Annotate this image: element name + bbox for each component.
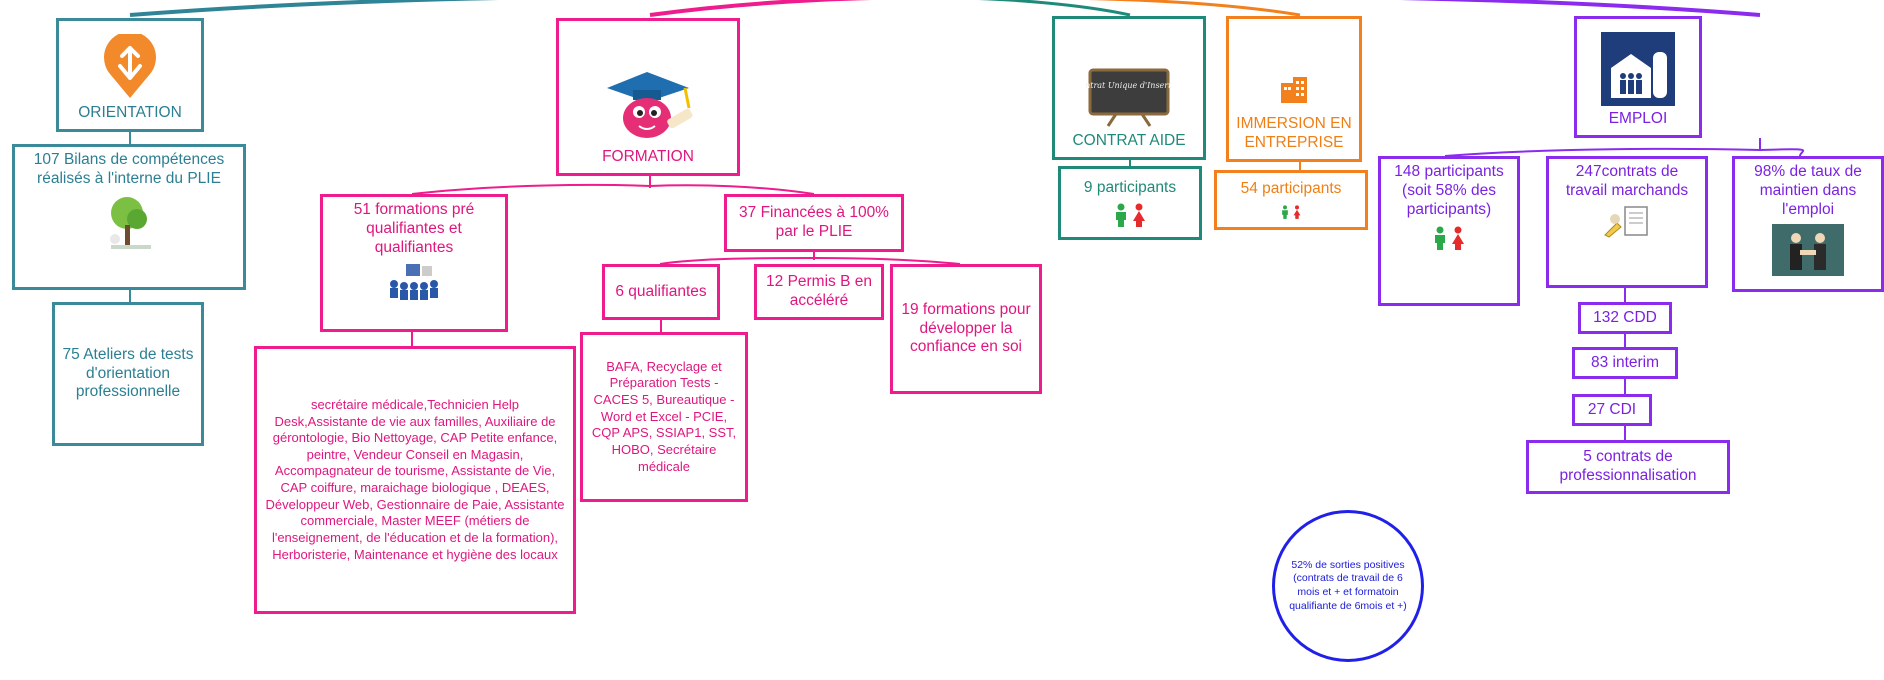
chalkboard-icon: Contrat Unique d'Insertion (1086, 68, 1172, 127)
bilans-node[interactable]: 107 Bilans de compétences réalisés à l'i… (12, 144, 246, 290)
pro-node[interactable]: 5 contrats de professionnalisation (1526, 440, 1730, 494)
contrat-aide-participants-node[interactable]: 9 participants (1058, 166, 1202, 240)
orientation-title: ORIENTATION (78, 104, 182, 122)
classroom-icon (390, 263, 438, 300)
chalkboard-text: Contrat Unique d'Insertion (1086, 81, 1172, 90)
liste-qualifiantes-text: BAFA, Recyclage et Préparation Tests - C… (591, 358, 737, 474)
emploi-node[interactable]: EMPLOI (1574, 16, 1702, 138)
people-icon (1281, 204, 1301, 220)
maintien-node[interactable]: 98% de taux de maintien dans l'emploi (1732, 156, 1884, 292)
cdd-node[interactable]: 132 CDD (1578, 302, 1672, 334)
sorties-text: 52% de sorties positives (contrats de tr… (1289, 558, 1407, 612)
contrats-node[interactable]: 247contrats de travail marchands (1546, 156, 1708, 288)
permis-text: 12 Permis B en accéléré (766, 273, 872, 309)
liste-qualifiantes-node[interactable]: BAFA, Recyclage et Préparation Tests - C… (580, 332, 748, 502)
contrat-aide-node[interactable]: Contrat Unique d'Insertion CONTRAT AIDE (1052, 16, 1206, 160)
qualifiantes-node[interactable]: 6 qualifiantes (602, 264, 720, 320)
bilans-text: 107 Bilans de compétences réalisés à l'i… (33, 151, 225, 187)
contrats-text: 247contrats de travail marchands (1565, 163, 1689, 199)
ateliers-node[interactable]: 75 Ateliers de tests d'orientation profe… (52, 302, 204, 446)
signpost-icon (104, 34, 156, 99)
immersion-participants-node[interactable]: 54 participants (1214, 170, 1368, 230)
building-icon (1281, 77, 1307, 104)
confiance-node[interactable]: 19 formations pour développer la confian… (890, 264, 1042, 394)
interim-text: 83 interim (1590, 353, 1660, 371)
cdd-text: 132 CDD (1593, 308, 1657, 326)
pro-text: 5 contrats de professionnalisation (1559, 448, 1697, 484)
formation-title: FORMATION (602, 148, 694, 166)
immersion-participants-text: 54 participants (1240, 179, 1342, 197)
ateliers-text: 75 Ateliers de tests d'orientation profe… (62, 345, 194, 401)
financees-node[interactable]: 37 Financées à 100% par le PLIE (724, 194, 904, 252)
formation-node[interactable]: FORMATION (556, 18, 740, 176)
sorties-positives-circle[interactable]: 52% de sorties positives (contrats de tr… (1272, 510, 1424, 662)
cdi-text: 27 CDI (1587, 400, 1637, 418)
contrat-aide-participants-text: 9 participants (1083, 178, 1177, 196)
confiance-text: 19 formations pour développer la confian… (901, 300, 1031, 356)
emploi-participants-text: 148 participants (soit 58% des participa… (1394, 163, 1504, 218)
liste-formations-text: secrétaire médicale,Technicien Help Desk… (265, 396, 565, 562)
employment-icon (1601, 32, 1675, 107)
permis-node[interactable]: 12 Permis B en accéléré (754, 264, 884, 320)
people-icon (1433, 226, 1465, 250)
pre-qualifiantes-text: 51 formations pré qualifiantes et qualif… (353, 201, 475, 256)
financees-text: 37 Financées à 100% par le PLIE (739, 204, 889, 240)
contract-signing-icon (1604, 206, 1648, 238)
tree-icon (110, 196, 151, 249)
handshake-icon (1772, 223, 1844, 276)
immersion-node[interactable]: IMMERSION EN ENTREPRISE (1226, 16, 1362, 162)
graduate-mascot-icon (607, 72, 693, 139)
cdi-node[interactable]: 27 CDI (1572, 394, 1652, 426)
qualifiantes-text: 6 qualifiantes (615, 282, 707, 300)
interim-node[interactable]: 83 interim (1572, 347, 1678, 379)
orientation-node[interactable]: ORIENTATION (56, 18, 204, 132)
liste-formations-node[interactable]: secrétaire médicale,Technicien Help Desk… (254, 346, 576, 614)
maintien-text: 98% de taux de maintien dans l'emploi (1754, 163, 1862, 218)
immersion-title: IMMERSION EN ENTREPRISE (1236, 115, 1352, 152)
contrat-aide-title: CONTRAT AIDE (1072, 132, 1186, 150)
emploi-title: EMPLOI (1608, 110, 1668, 128)
emploi-participants-node[interactable]: 148 participants (soit 58% des participa… (1378, 156, 1520, 306)
pre-qualifiantes-node[interactable]: 51 formations pré qualifiantes et qualif… (320, 194, 508, 332)
people-icon (1114, 203, 1146, 228)
